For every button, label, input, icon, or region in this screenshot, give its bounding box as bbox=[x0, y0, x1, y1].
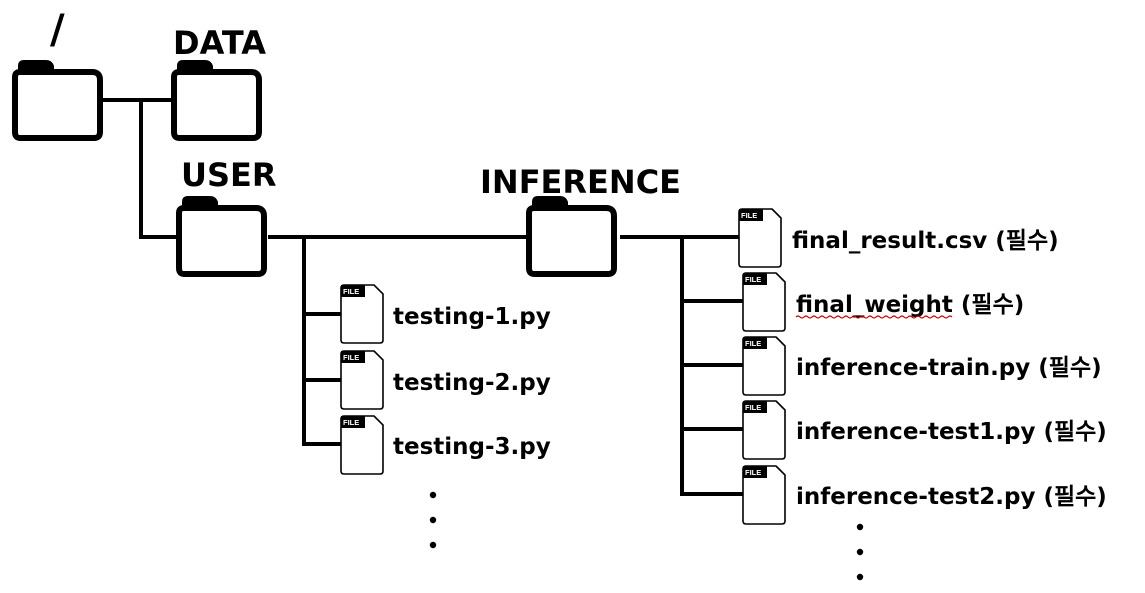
spellcheck-underline bbox=[795, 315, 953, 319]
file-badge: FILE bbox=[741, 211, 757, 220]
file-badge: FILE bbox=[343, 418, 359, 427]
file-icon: FILE bbox=[742, 336, 786, 396]
user-folder-icon bbox=[179, 196, 264, 274]
inference-file-entry: final_weight (필수) bbox=[796, 292, 1024, 318]
required-note: (필수) bbox=[1038, 355, 1101, 381]
user-folder-label: USER bbox=[181, 156, 277, 194]
inference-file-entry: inference-test1.py (필수) bbox=[796, 419, 1107, 445]
inference-file-entry: inference-test2.py (필수) bbox=[796, 484, 1107, 510]
user-file-name: testing-2.py bbox=[393, 370, 551, 396]
file-badge: FILE bbox=[343, 287, 359, 296]
inference-folder-icon bbox=[529, 196, 614, 274]
inference-folder-label: INFERENCE bbox=[480, 163, 681, 201]
file-name: inference-test1.py bbox=[796, 419, 1035, 445]
required-note: (필수) bbox=[1043, 484, 1106, 510]
file-icon: FILE bbox=[742, 465, 786, 525]
file-name: inference-test2.py bbox=[796, 484, 1035, 510]
required-note: (필수) bbox=[995, 228, 1058, 254]
file-icon: FILE bbox=[340, 415, 384, 475]
inference-file-list: FILE final_result.csv (필수) FILE final_we… bbox=[738, 208, 1107, 581]
file-name: final_weight bbox=[796, 292, 953, 318]
file-icon: FILE bbox=[742, 272, 786, 332]
data-folder-icon bbox=[174, 60, 259, 138]
data-folder-label: DATA bbox=[173, 24, 266, 62]
required-note: (필수) bbox=[961, 292, 1024, 318]
file-icon: FILE bbox=[340, 350, 384, 410]
user-file-name: testing-1.py bbox=[393, 304, 551, 330]
file-badge: FILE bbox=[745, 403, 761, 412]
file-badge: FILE bbox=[745, 275, 761, 284]
file-badge: FILE bbox=[745, 468, 761, 477]
user-file-name: testing-3.py bbox=[393, 434, 551, 460]
ellipsis-icon bbox=[429, 491, 437, 549]
inference-file-entry: final_result.csv (필수) bbox=[792, 228, 1059, 254]
file-icon: FILE bbox=[742, 400, 786, 460]
file-badge: FILE bbox=[745, 339, 761, 348]
inference-file-entry: inference-train.py (필수) bbox=[796, 355, 1102, 381]
ellipsis-icon bbox=[856, 523, 864, 581]
tree-connectors bbox=[102, 98, 744, 496]
root-label: / bbox=[50, 7, 65, 53]
file-name: final_result.csv bbox=[792, 228, 987, 254]
root-folder-icon bbox=[15, 60, 100, 138]
file-icon: FILE bbox=[738, 208, 782, 268]
user-file-list: FILE testing-1.py FILE testing-2.py FILE… bbox=[340, 284, 551, 549]
file-name: inference-train.py bbox=[796, 355, 1030, 381]
file-icon: FILE bbox=[340, 284, 384, 344]
required-note: (필수) bbox=[1043, 419, 1106, 445]
file-badge: FILE bbox=[343, 353, 359, 362]
